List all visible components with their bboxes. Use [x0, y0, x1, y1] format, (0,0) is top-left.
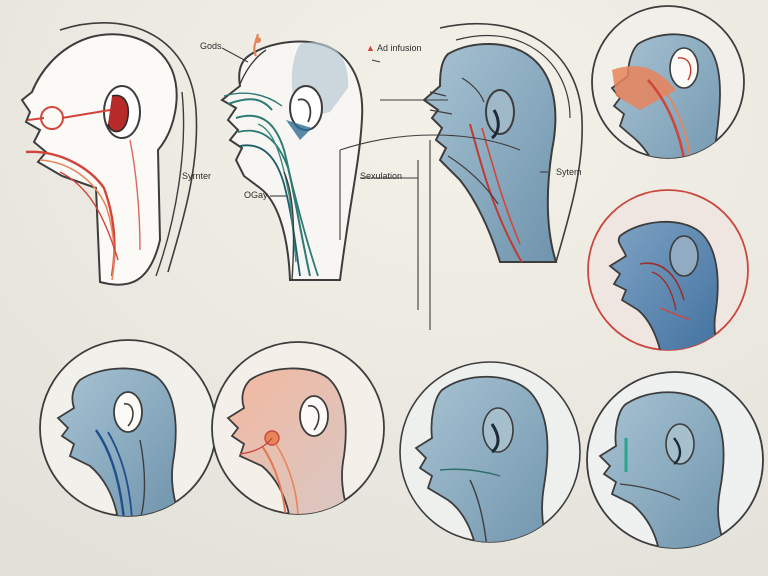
circle-vignette-1 — [591, 5, 745, 159]
leader-lines — [221, 47, 548, 330]
label-sexulation: Sexulation — [360, 171, 403, 181]
circle-vignette-6 — [586, 371, 764, 549]
label-ad-infusion: ▲ Ad infusion — [366, 44, 421, 53]
label-ad-infusion-marker: ▲ — [366, 43, 375, 53]
label-gods: Gods — [200, 41, 222, 51]
circle-vignette-3 — [39, 339, 217, 517]
label-syrnter: Syrnter — [182, 171, 212, 181]
head-profile-3 — [422, 23, 583, 263]
label-ad-infusion-text: Ad infusion — [376, 43, 422, 53]
circle-vignette-4 — [211, 341, 385, 515]
circle-vignette-2 — [587, 189, 749, 351]
label-ogay: OGay — [244, 190, 268, 200]
head-profile-1 — [20, 22, 198, 286]
head-profile-2 — [220, 33, 364, 281]
label-sytem: Sytem — [556, 167, 582, 177]
